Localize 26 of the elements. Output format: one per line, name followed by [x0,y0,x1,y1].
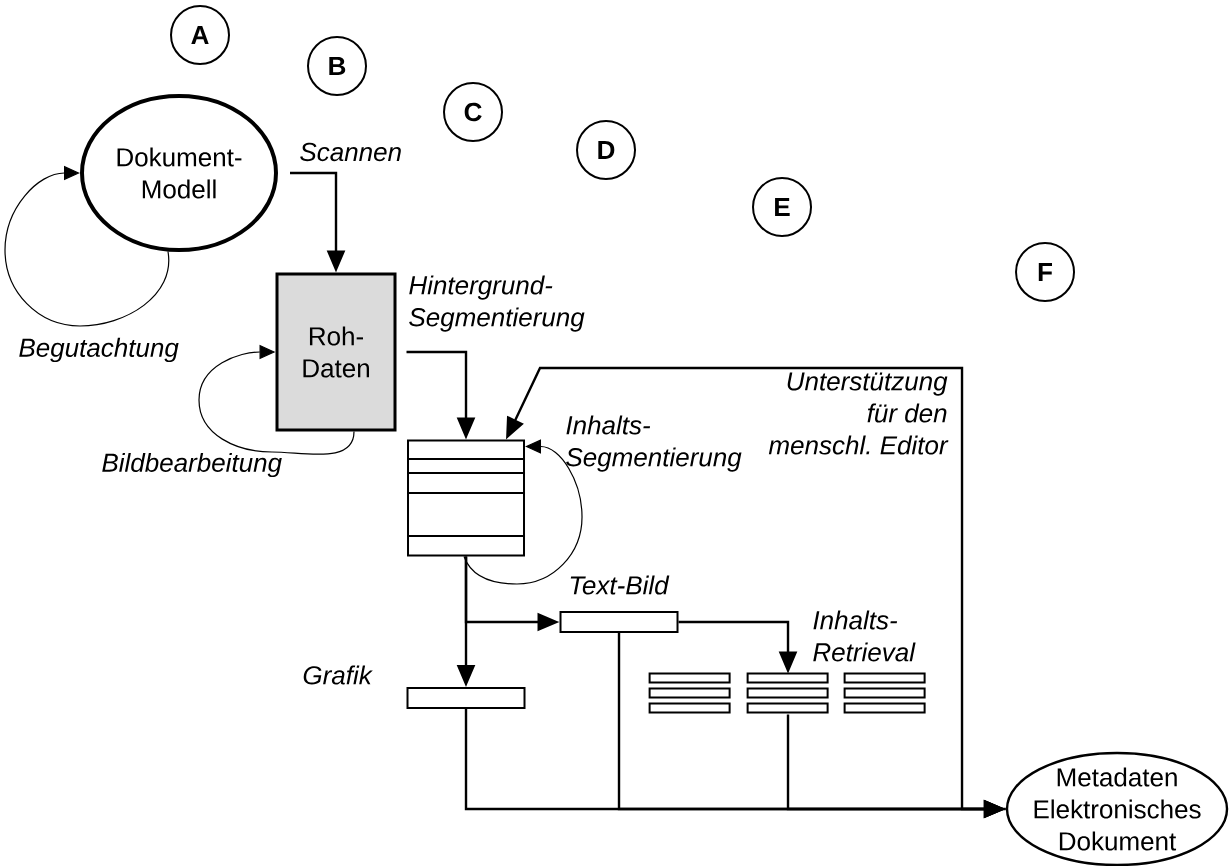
arrow [506,366,1006,811]
text-lines-block [648,672,731,714]
text-lines-block [746,672,829,714]
arrow [4,165,170,327]
edge-label: Unterstützung für den menschl. Editor [768,372,949,455]
edge-label: Bildbearbeitung [102,452,282,478]
edge-label: Scannen [300,142,401,162]
segment-stack [406,439,526,557]
result-bar [406,687,526,709]
edge-label: Inhalts- Retrieval [813,610,916,662]
circled-letter: F [1015,242,1075,302]
circled-letter: E [752,177,812,237]
circled-letter: A [170,5,230,65]
arrow [463,439,583,585]
edge-label: Hintergrund- Segmentierung [409,275,585,332]
edge-label: Begutachtung [19,337,179,363]
bar-caption: Grafik [303,665,373,685]
circled-letter: D [576,120,636,180]
edge-label: Inhalts- Segmentierung [566,415,742,472]
text-lines-block [843,672,926,714]
data-box: Roh- Daten [275,272,397,432]
circled-letter: B [307,36,367,96]
arrow [198,344,355,455]
circled-letter: C [443,82,503,142]
bar-caption: Text-Bild [570,575,670,595]
result-bar [559,611,679,633]
